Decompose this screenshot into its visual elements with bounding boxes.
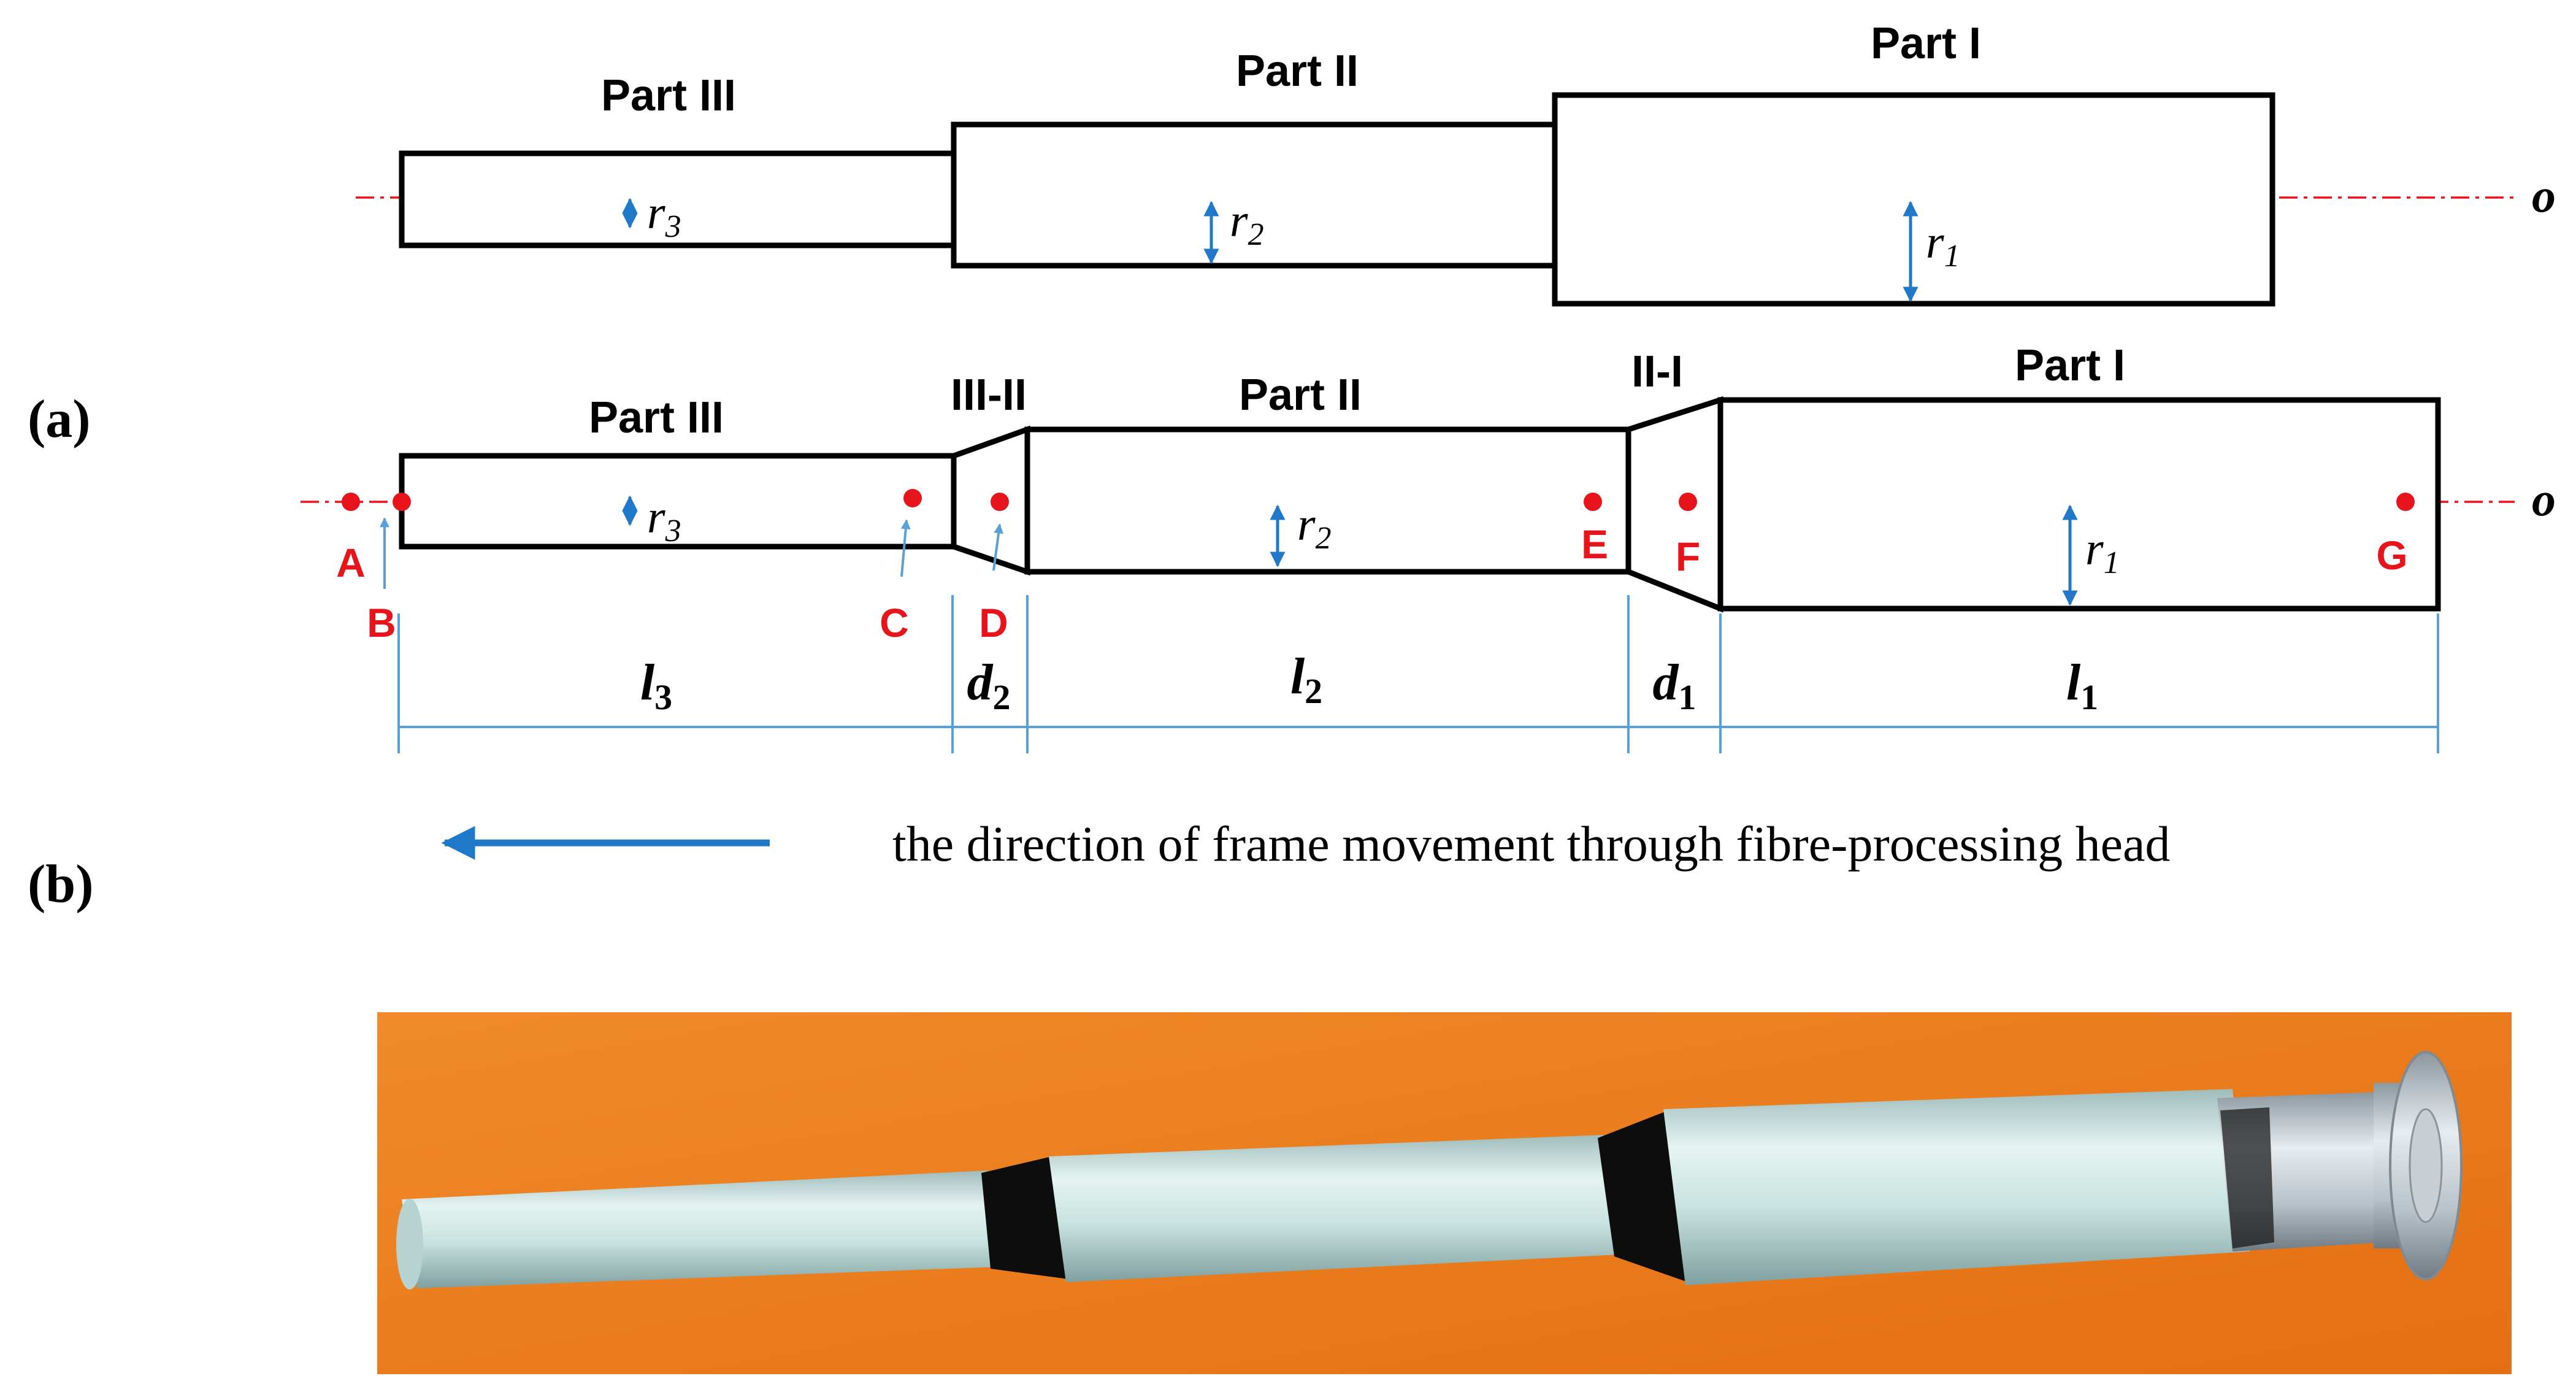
dim-l3-label: l3 <box>640 654 672 717</box>
photo-tube-end <box>396 1199 423 1290</box>
dim-l2-label: l2 <box>1290 648 1322 711</box>
point-e-dot <box>1584 493 1602 511</box>
panel-label-b: (b) <box>28 855 94 914</box>
photo-metal-dark-band <box>2220 1107 2274 1248</box>
top-part-i-body <box>1552 92 2275 307</box>
top-part-ii-label: Part II <box>1236 47 1359 96</box>
top-diagram: Part III Part II Part I r3 r2 r1 o <box>356 19 2556 307</box>
bottom-part-i-body <box>1717 397 2441 612</box>
top-r1-label: r1 <box>1926 217 1960 274</box>
panel-label-a: (a) <box>28 390 91 449</box>
point-a-dot <box>342 493 360 511</box>
point-d-pointer <box>992 523 1004 571</box>
bottom-r3-label: r3 <box>647 491 681 548</box>
bottom-ii-i-label: II-I <box>1631 347 1683 396</box>
photo-tube-small <box>402 1171 999 1288</box>
point-d-label: D <box>979 600 1008 645</box>
point-a-label: A <box>336 540 366 585</box>
photo-sleeve-ii-i <box>1598 1110 1688 1282</box>
top-part-i-label: Part I <box>1871 19 1981 68</box>
top-part-iii-label: Part III <box>601 71 736 120</box>
point-c-pointer <box>900 519 911 577</box>
bottom-transition-iii-ii <box>951 425 1030 576</box>
bottom-diagram: Part III III-II Part II II-I Part I r3 r… <box>301 341 2556 753</box>
top-axis-label: o <box>2532 169 2556 222</box>
bottom-part-ii-label: Part II <box>1239 371 1362 420</box>
point-g-label: G <box>2376 532 2407 578</box>
direction-text: the direction of frame movement through … <box>892 816 2170 872</box>
photo-tube-large <box>1663 1089 2250 1285</box>
top-r3-label: r3 <box>647 187 681 244</box>
bottom-r2-label: r2 <box>1297 499 1332 556</box>
photo-flange-inner <box>2409 1108 2443 1223</box>
point-b-label: B <box>367 600 396 645</box>
dimension-lines <box>397 595 2439 753</box>
point-c-label: C <box>880 600 909 645</box>
bottom-axis-label: o <box>2532 472 2556 526</box>
point-b-dot <box>393 493 411 511</box>
point-f-label: F <box>1676 534 1700 579</box>
dim-d1-label: d1 <box>1653 654 1696 717</box>
point-e-label: E <box>1581 521 1608 567</box>
point-c-dot <box>903 489 922 507</box>
bottom-part-ii-body <box>1024 426 1631 575</box>
frame-photo <box>377 1012 2512 1374</box>
top-part-ii-body <box>951 121 1558 269</box>
bottom-iii-ii-label: III-II <box>951 371 1027 420</box>
point-g-dot <box>2396 493 2415 511</box>
point-f-dot <box>1679 493 1697 511</box>
point-d-dot <box>991 493 1009 511</box>
bottom-r1-label: r1 <box>2085 523 2120 580</box>
photo-tube-medium <box>1049 1135 1619 1282</box>
dim-l1-label: l1 <box>2066 654 2098 717</box>
bottom-part-i-label: Part I <box>2015 341 2125 390</box>
top-r2-label: r2 <box>1230 195 1264 252</box>
bottom-part-iii-label: Part III <box>589 393 724 442</box>
bottom-transition-ii-i <box>1625 396 1723 613</box>
photo-sleeve-iii-ii <box>981 1156 1068 1279</box>
dim-d2-label: d2 <box>967 654 1011 717</box>
